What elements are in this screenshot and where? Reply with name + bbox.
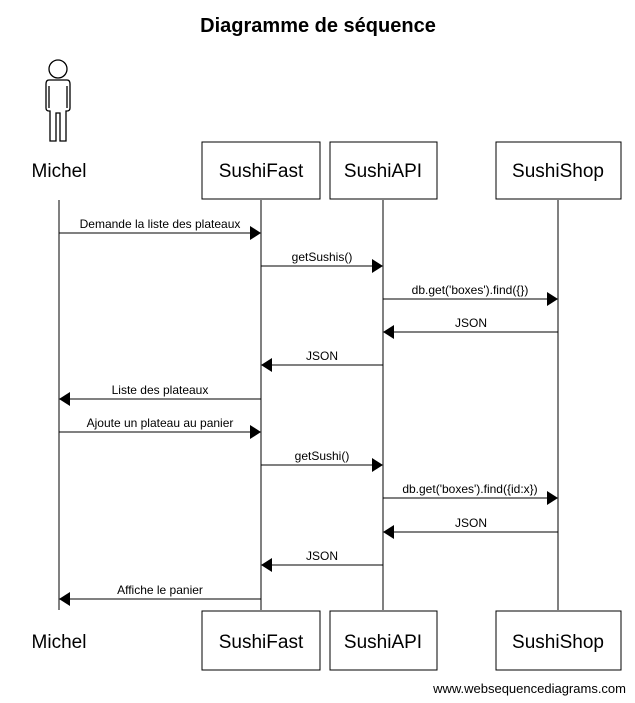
message-label: db.get('boxes').find({id:x}) <box>402 482 537 496</box>
message-2: getSushis() <box>261 250 383 273</box>
message-3: db.get('boxes').find({}) <box>383 283 558 306</box>
message-label: JSON <box>306 349 338 363</box>
participant-box-sushiapi-bottom <box>329 610 438 671</box>
message-6: Liste des plateaux <box>59 383 261 406</box>
message-11: JSON <box>261 549 383 572</box>
message-9: db.get('boxes').find({id:x}) <box>383 482 558 505</box>
participant-sushishop-top: SushiShop <box>512 161 604 182</box>
participant-michel-bottom: Michel <box>32 632 87 653</box>
actor-icon <box>45 59 71 142</box>
message-label: Demande la liste des plateaux <box>80 217 241 231</box>
footer-credit: www.websequencediagrams.com <box>432 681 626 696</box>
message-4: JSON <box>383 316 558 339</box>
participant-sushiapi-bottom: SushiAPI <box>344 632 422 653</box>
participant-sushiapi-top: SushiAPI <box>344 161 422 182</box>
message-label: Liste des plateaux <box>112 383 209 397</box>
message-label: JSON <box>455 316 487 330</box>
message-label: Affiche le panier <box>117 583 203 597</box>
message-8: getSushi() <box>261 449 383 472</box>
message-7: Ajoute un plateau au panier <box>59 416 261 439</box>
participant-michel-top: Michel <box>32 161 87 182</box>
participant-box-sushifast-top <box>201 141 321 200</box>
message-10: JSON <box>383 516 558 539</box>
participant-box-sushishop-bottom <box>495 610 622 671</box>
participant-sushifast-bottom: SushiFast <box>219 632 304 653</box>
participant-box-sushifast-bottom <box>201 610 321 671</box>
message-5: JSON <box>261 349 383 372</box>
participant-sushifast-top: SushiFast <box>219 161 304 182</box>
message-label: getSushi() <box>295 449 350 463</box>
message-label: JSON <box>306 549 338 563</box>
participant-box-sushishop-top <box>495 141 622 200</box>
message-label: JSON <box>455 516 487 530</box>
participant-sushishop-bottom: SushiShop <box>512 632 604 653</box>
message-label: getSushis() <box>292 250 353 264</box>
message-1: Demande la liste des plateaux <box>59 217 261 240</box>
participant-box-sushiapi-top <box>329 141 438 200</box>
diagram-title: Diagramme de séquence <box>200 15 436 37</box>
message-12: Affiche le panier <box>59 583 261 606</box>
message-label: db.get('boxes').find({}) <box>412 283 529 297</box>
message-label: Ajoute un plateau au panier <box>87 416 234 430</box>
